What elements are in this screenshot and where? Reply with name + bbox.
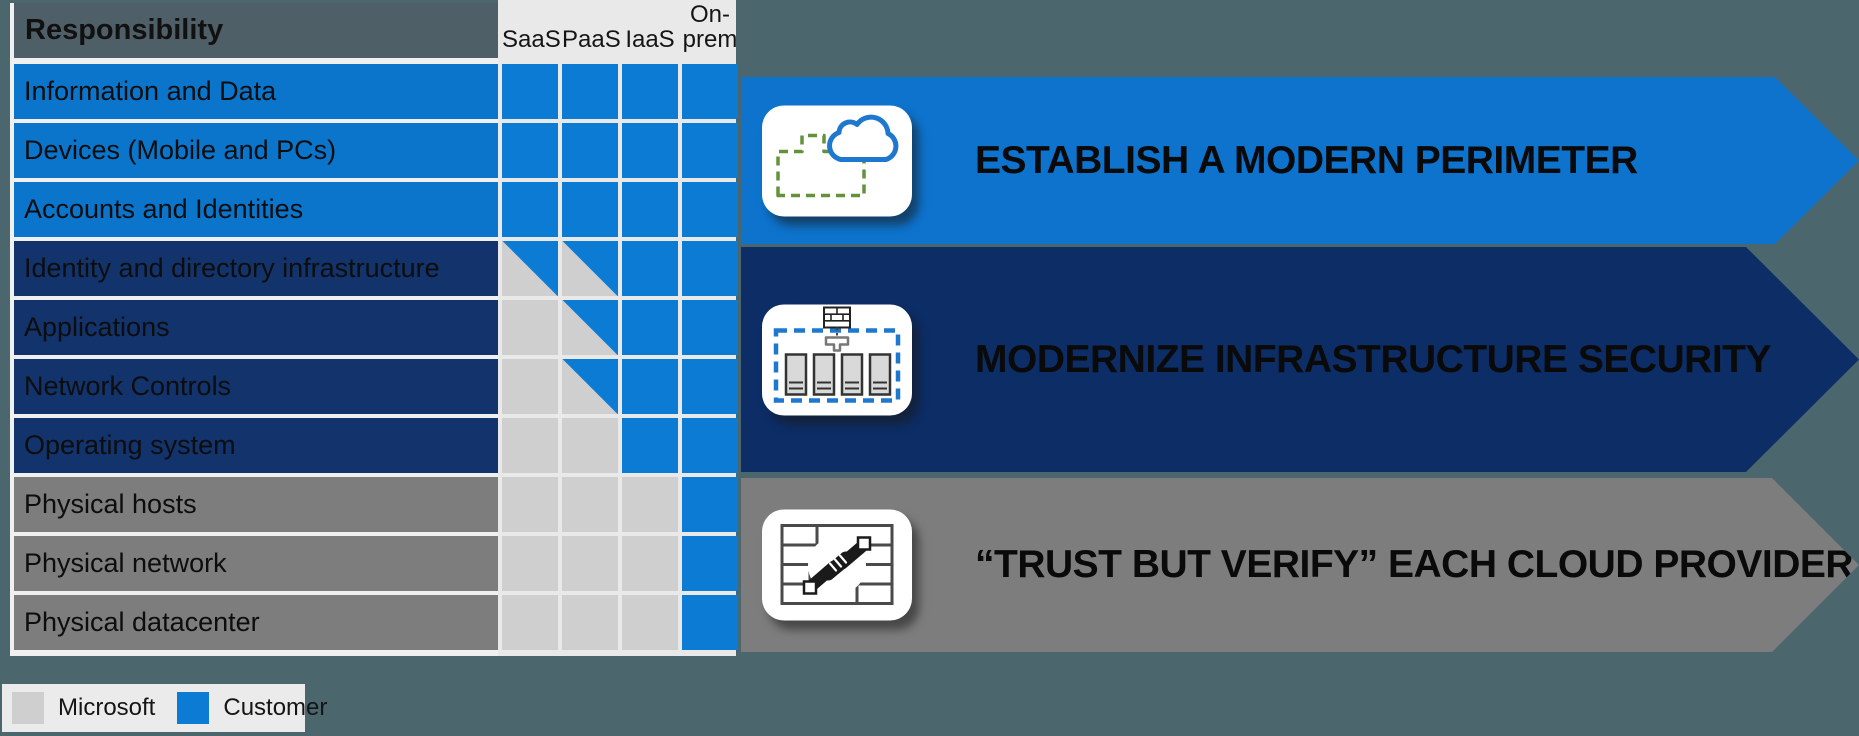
microsoft-cell: [502, 359, 558, 414]
customer-cell: [622, 64, 678, 119]
row-label-text: Devices (Mobile and PCs): [24, 135, 337, 165]
customer-cell: [682, 64, 738, 119]
row-label-text: Physical hosts: [24, 489, 197, 519]
customer-cell: [682, 241, 738, 296]
customer-cell: [502, 123, 558, 178]
row-label-text: Identity and directory infrastructure: [24, 253, 440, 283]
microsoft-cell: [502, 477, 558, 532]
microsoft-cell: [502, 536, 558, 591]
row-label: Operating system: [14, 418, 498, 473]
microsoft-cell: [562, 477, 618, 532]
microsoft-cell: [622, 595, 678, 650]
customer-cell: [682, 359, 738, 414]
banner-2-label: MODERNIZE INFRASTRUCTURE SECURITY: [975, 337, 1772, 381]
legend-item: Customer: [167, 692, 339, 724]
customer-cell: [562, 123, 618, 178]
handshake-firewall-icon-svg: [762, 510, 912, 621]
table-row: Physical datacenter: [14, 595, 742, 650]
banner-1-label: ESTABLISH A MODERN PERIMETER: [975, 138, 1638, 182]
infrastructure-servers-icon: [762, 304, 912, 415]
table-row: Operating system: [14, 418, 742, 473]
row-label-text: Operating system: [24, 430, 236, 460]
customer-cell: [622, 182, 678, 237]
handshake-firewall-icon: [762, 510, 912, 621]
table-row: Physical hosts: [14, 477, 742, 532]
customer-cell: [622, 241, 678, 296]
customer-cell: [682, 536, 738, 591]
row-label: Accounts and Identities: [14, 182, 498, 237]
column-header: On-prem: [682, 1, 738, 54]
banner-arrows: ESTABLISH A MODERN PERIMETER: [741, 0, 1859, 736]
customer-cell: [502, 182, 558, 237]
column-header: SaaS: [502, 26, 561, 54]
table-row: Devices (Mobile and PCs): [14, 123, 742, 178]
customer-swatch: [177, 692, 210, 724]
customer-cell: [682, 123, 738, 178]
microsoft-cell: [502, 418, 558, 473]
row-label-text: Applications: [24, 312, 170, 342]
column-header: PaaS: [562, 26, 621, 54]
row-label: Physical datacenter: [14, 595, 498, 650]
row-label: Physical hosts: [14, 477, 498, 532]
row-label: Network Controls: [14, 359, 498, 414]
responsibility-header-label: Responsibility: [25, 14, 224, 46]
table-row: Information and Data: [14, 64, 742, 119]
row-label-text: Information and Data: [24, 76, 277, 106]
responsibility-header-cell: Responsibility: [14, 3, 498, 58]
customer-cell: [562, 64, 618, 119]
row-label: Devices (Mobile and PCs): [14, 123, 498, 178]
row-label: Information and Data: [14, 64, 498, 119]
microsoft-cell: [622, 477, 678, 532]
row-label: Applications: [14, 300, 498, 355]
microsoft-cell: [502, 595, 558, 650]
column-header: IaaS: [625, 26, 675, 54]
row-label-text: Accounts and Identities: [24, 194, 304, 224]
customer-cell: [562, 182, 618, 237]
shared-split-cell: [502, 241, 558, 296]
customer-cell: [682, 477, 738, 532]
row-label-text: Network Controls: [24, 371, 232, 401]
table-row: Physical network: [14, 536, 742, 591]
cloud-perimeter-icon: [762, 105, 912, 216]
customer-cell: [622, 418, 678, 473]
legend-item: Microsoft: [2, 692, 167, 724]
microsoft-cell: [562, 536, 618, 591]
legend-label: Customer: [223, 694, 328, 721]
banner-modernize-infrastructure-security: MODERNIZE INFRASTRUCTURE SECURITY: [741, 247, 1859, 472]
microsoft-swatch: [12, 692, 44, 724]
microsoft-cell: [622, 536, 678, 591]
row-label-text: Physical datacenter: [24, 607, 260, 637]
shared-split-cell: [562, 241, 618, 296]
table-row: Accounts and Identities: [14, 182, 742, 237]
row-label-text: Physical network: [24, 548, 227, 578]
row-label: Physical network: [14, 536, 498, 591]
table-row: Identity and directory infrastructure: [14, 241, 742, 296]
customer-cell: [682, 300, 738, 355]
customer-cell: [682, 418, 738, 473]
table-row: Applications: [14, 300, 742, 355]
customer-cell: [682, 182, 738, 237]
cloud-perimeter-icon-svg: [762, 105, 912, 216]
customer-cell: [622, 359, 678, 414]
legend-label: Microsoft: [58, 694, 156, 721]
infrastructure-servers-icon-svg: [762, 304, 912, 415]
banner-3-label: “TRUST BUT VERIFY” EACH CLOUD PROVIDER: [975, 543, 1854, 586]
customer-cell: [622, 300, 678, 355]
customer-cell: [502, 64, 558, 119]
row-label: Identity and directory infrastructure: [14, 241, 498, 296]
banner-trust-but-verify: “TRUST BUT VERIFY” EACH CLOUD PROVIDER: [741, 478, 1859, 652]
table-row: Network Controls: [14, 359, 742, 414]
microsoft-cell: [562, 595, 618, 650]
legend: Microsoft Customer: [2, 684, 327, 732]
customer-cell: [682, 595, 738, 650]
shared-split-cell: [562, 359, 618, 414]
customer-cell: [622, 123, 678, 178]
microsoft-cell: [502, 300, 558, 355]
microsoft-cell: [562, 418, 618, 473]
shared-split-cell: [562, 300, 618, 355]
banner-establish-modern-perimeter: ESTABLISH A MODERN PERIMETER: [741, 77, 1859, 244]
